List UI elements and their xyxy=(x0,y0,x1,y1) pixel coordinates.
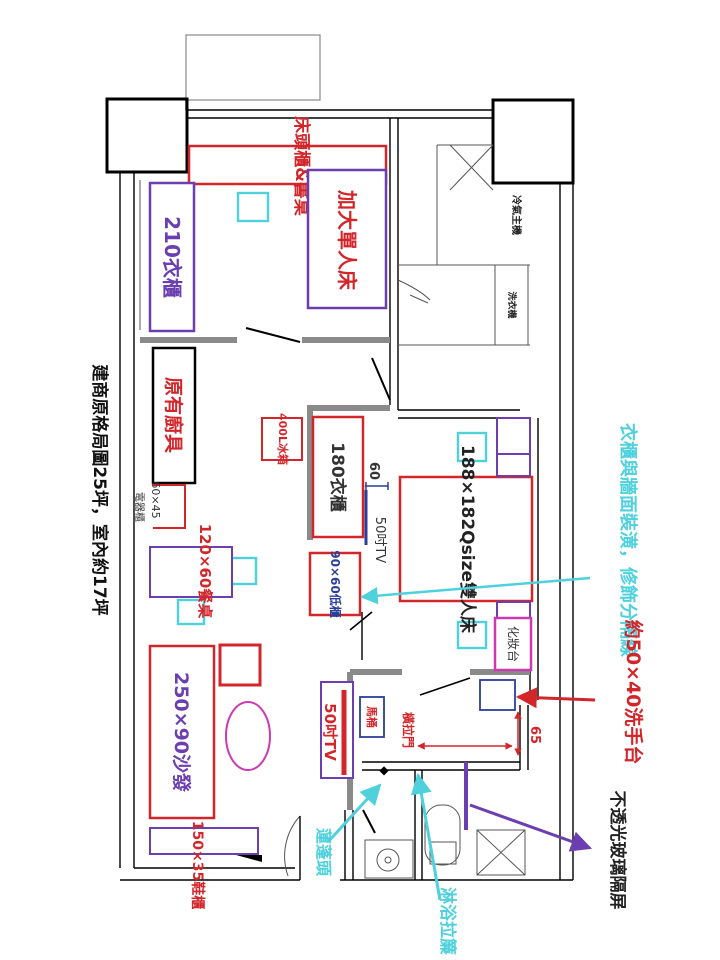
wardrobe-wall-annotation: 衣櫃與牆面裝潢，修飾分隔線 xyxy=(617,423,639,657)
extra-single-bed xyxy=(306,168,388,310)
shoe-cabinet xyxy=(149,827,259,855)
diamond-marker: ◆ xyxy=(379,763,389,777)
shower-head-arrow xyxy=(326,783,382,844)
ac-unit-label: 冷氣主機 xyxy=(510,195,523,235)
column-top-left xyxy=(105,97,189,174)
shower-curtain-annotation: 淋浴拉簾 xyxy=(437,887,458,955)
glass-screen-arrow xyxy=(469,803,592,852)
vanity xyxy=(493,616,533,672)
coffee-table xyxy=(225,701,271,771)
fridge-label: 400L冰箱 xyxy=(276,413,290,465)
bedroom-tv-label: 50吋TV xyxy=(372,517,387,563)
vanity-label: 化妝台 xyxy=(506,626,521,662)
glass-screen-annotation: 不透光玻璃隔屏 xyxy=(607,791,628,910)
dim-65-label: 65 xyxy=(527,726,542,744)
sofa-label: 250×90沙發 xyxy=(170,672,193,793)
dining-table-label: 120×60餐桌 xyxy=(196,524,214,620)
appliance-cabinet-size: 60×45 xyxy=(149,481,162,518)
wardrobe-wall-arrow xyxy=(360,576,591,605)
fridge xyxy=(261,417,303,461)
low-cabinet-label: 90×60低櫃 xyxy=(328,550,343,617)
living-tv-cabinet xyxy=(320,681,354,779)
double-bed-label: 188×182Qsize雙人床 xyxy=(457,445,478,634)
kitchen-label: 原有廚具 xyxy=(162,377,185,453)
appliance-cabinet-label: 電器櫃 xyxy=(133,492,146,522)
double-bed xyxy=(398,475,534,603)
low-cabinet xyxy=(308,551,362,617)
dining-table xyxy=(149,546,233,598)
column-top-right xyxy=(491,98,575,185)
living-tv-label: 50吋TV xyxy=(321,703,339,761)
building-note: 建商原格局圖25坪，室內約17坪 xyxy=(89,364,110,615)
wardrobe-210 xyxy=(148,181,196,333)
wardrobe-180-label: 180衣櫃 xyxy=(327,442,348,512)
side-table xyxy=(218,643,262,687)
toilet-box xyxy=(359,696,385,738)
shower-curtain-arrow xyxy=(410,772,442,901)
sink-arrow xyxy=(515,687,596,709)
shower-head-annotation: 蓮蓬頭 xyxy=(314,828,333,877)
balcony xyxy=(185,34,321,101)
kitchen-counter xyxy=(151,346,197,485)
shoe-cabinet-label: 150×35鞋櫃 xyxy=(189,821,206,909)
sofa xyxy=(148,644,216,820)
sliding-door-label: 橫拉門 xyxy=(401,712,416,748)
nightstand-upper xyxy=(496,417,531,477)
appliance-cabinet xyxy=(153,484,186,529)
extra-single-bed-label: 加大單人床 xyxy=(335,189,359,291)
wardrobe-210-label: 210衣櫃 xyxy=(160,216,184,298)
toilet-label: 馬桶 xyxy=(365,706,379,728)
laundry-label: 洗衣機 xyxy=(506,291,518,318)
wardrobe-depth-label: 60 xyxy=(366,462,381,480)
sink-annotation: 約50×40洗手台 xyxy=(622,620,645,765)
wardrobe-180 xyxy=(311,415,365,539)
walls xyxy=(105,34,575,881)
